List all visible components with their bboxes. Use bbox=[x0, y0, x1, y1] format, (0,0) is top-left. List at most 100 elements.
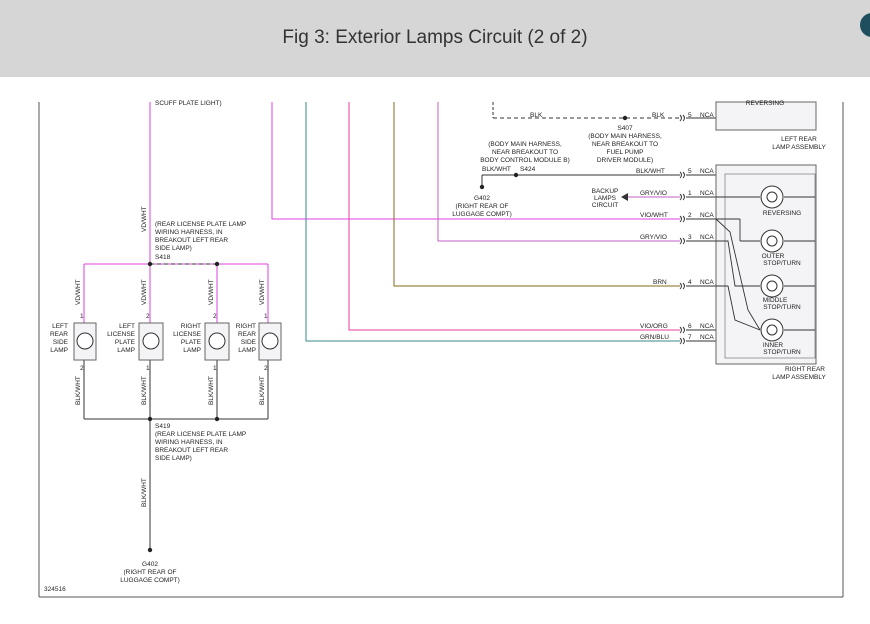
pin-l3-top: 2 bbox=[213, 313, 217, 320]
wire-gry-vio bbox=[437, 102, 680, 242]
lamp-middle bbox=[760, 274, 784, 298]
vlabel-blk-wht-4: BLK/WHT bbox=[259, 376, 266, 405]
ls-l4: LAMP bbox=[50, 347, 68, 354]
g402a-l2: LUGGAGE COMPT) bbox=[452, 211, 512, 218]
s419-l3: BREAKOUT LEFT REAR bbox=[155, 447, 228, 454]
label-left-rear-2: LAMP ASSEMBLY bbox=[772, 144, 826, 151]
vlabel-blk-wht-3: BLK/WHT bbox=[208, 376, 215, 405]
internal-wiring bbox=[715, 196, 815, 331]
lamp-outer-l1: OUTER bbox=[762, 253, 785, 260]
wire-label-blk-wht-a: BLK/WHT bbox=[482, 166, 511, 173]
wire-label-gry-vio-b: GRY/VIO bbox=[640, 234, 667, 241]
right-rear-l2: LAMP ASSEMBLY bbox=[772, 374, 826, 381]
s418-l1: (REAR LICENSE PLATE LAMP bbox=[155, 221, 246, 228]
wiring-diagram: SCUFF PLATE LIGHT) REVERSING LEFT REAR L… bbox=[0, 77, 870, 619]
rs-l4: LAMP bbox=[238, 347, 256, 354]
lamp-reversing bbox=[760, 185, 784, 209]
backup-l3: CIRCUIT bbox=[592, 202, 618, 209]
nca-4: NCA bbox=[700, 212, 714, 219]
vlabel-vd-wht-main: VD/WHT bbox=[141, 206, 148, 232]
nca-6: NCA bbox=[700, 279, 714, 286]
label-left-rear-1: LEFT REAR bbox=[781, 136, 817, 143]
s424-l1: (BODY MAIN HARNESS, bbox=[488, 141, 562, 148]
s424-name: S424 bbox=[520, 166, 536, 173]
vlabel-blk-wht-ground: BLK/WHT bbox=[141, 478, 148, 507]
rp-l2: LICENSE bbox=[173, 331, 201, 338]
pin-l1-top: 1 bbox=[80, 313, 84, 320]
small-lamp-right-plate bbox=[204, 322, 230, 361]
nca-3: NCA bbox=[700, 190, 714, 197]
lp-l1: LEFT bbox=[119, 323, 135, 330]
backup-arrow bbox=[621, 193, 628, 201]
rs-l3: SIDE bbox=[241, 339, 257, 346]
pin-l3-bot: 1 bbox=[213, 365, 217, 372]
wire-label-vio-org: VIO/ORG bbox=[640, 323, 668, 330]
rp-l1: RIGHT bbox=[181, 323, 201, 330]
wire-label-vio-wht: VIO/WHT bbox=[640, 212, 668, 219]
ls-l1: LEFT bbox=[52, 323, 68, 330]
pin-l4-top: 1 bbox=[264, 313, 268, 320]
lamp-reversing-label: REVERSING bbox=[763, 210, 801, 217]
lamp-inner-l2: STOP/TURN bbox=[763, 349, 801, 356]
s419-name: S419 bbox=[155, 423, 171, 430]
label-scuff: SCUFF PLATE LIGHT) bbox=[155, 100, 222, 107]
pin-l2-bot: 1 bbox=[146, 365, 150, 372]
vlabel-vd-wht-2: VD/WHT bbox=[141, 279, 148, 305]
pin-4: 4 bbox=[688, 279, 692, 286]
wire-label-grn-blu: GRN/BLU bbox=[640, 334, 669, 341]
wire-label-blk-b: BLK bbox=[652, 112, 665, 119]
wire-label-brn: BRN bbox=[653, 279, 667, 286]
pin-top: 5 bbox=[688, 112, 692, 119]
lamp-outer-l2: STOP/TURN bbox=[763, 260, 801, 267]
g402a-name: G402 bbox=[474, 195, 490, 202]
pin-5: 5 bbox=[688, 168, 692, 175]
splice-dots bbox=[147, 115, 628, 553]
diagram-canvas: SCUFF PLATE LIGHT) REVERSING LEFT REAR L… bbox=[38, 100, 844, 598]
vlabel-vd-wht-4: VD/WHT bbox=[259, 279, 266, 305]
small-lamp-right-side bbox=[258, 322, 282, 361]
small-lamp-left-plate bbox=[138, 322, 164, 361]
lamp-inner-l1: INNER bbox=[763, 342, 784, 349]
g402b-l1: (RIGHT REAR OF bbox=[124, 569, 177, 576]
pin-2: 2 bbox=[688, 212, 692, 219]
wire-brn bbox=[393, 102, 680, 287]
pin-7: 7 bbox=[688, 334, 692, 341]
g402b-l2: LUGGAGE COMPT) bbox=[120, 577, 180, 584]
ls-l3: SIDE bbox=[53, 339, 69, 346]
wire-vio-wht bbox=[271, 102, 680, 220]
pin-3: 3 bbox=[688, 234, 692, 241]
vlabel-vd-wht-1: VD/WHT bbox=[75, 279, 82, 305]
wire-label-gry-vio-a: GRY/VIO bbox=[640, 190, 667, 197]
rs-l2: REAR bbox=[238, 331, 256, 338]
nca-8: NCA bbox=[700, 334, 714, 341]
lamp-outer bbox=[760, 229, 784, 253]
nca-5: NCA bbox=[700, 234, 714, 241]
s418-name: S418 bbox=[155, 254, 171, 261]
diagram-id: 324516 bbox=[44, 586, 66, 593]
pin-1: 1 bbox=[688, 190, 692, 197]
ls-l2: REAR bbox=[50, 331, 68, 338]
page-title: Fig 3: Exterior Lamps Circuit (2 of 2) bbox=[282, 27, 588, 48]
g402b-name: G402 bbox=[142, 561, 158, 568]
vlabel-blk-wht-2: BLK/WHT bbox=[141, 376, 148, 405]
wire-vio-org bbox=[348, 102, 680, 331]
s419-l2: WIRING HARNESS, IN bbox=[155, 439, 223, 446]
pin-l2-top: 2 bbox=[146, 313, 150, 320]
expand-button[interactable] bbox=[860, 13, 870, 37]
wire-label-blk-a: BLK bbox=[530, 112, 543, 119]
pin-l4-bot: 2 bbox=[264, 365, 268, 372]
label-reversing-top: REVERSING bbox=[746, 100, 784, 107]
pin-l1-bot: 2 bbox=[80, 365, 84, 372]
pin-6: 6 bbox=[688, 323, 692, 330]
vlabel-vd-wht-3: VD/WHT bbox=[208, 279, 215, 305]
frame bbox=[38, 102, 844, 598]
backup-l2: LAMPS bbox=[594, 195, 617, 202]
s424-l3: BODY CONTROL MODULE B) bbox=[480, 157, 570, 164]
lp-l4: LAMP bbox=[117, 347, 135, 354]
nca-1: NCA bbox=[700, 112, 714, 119]
s407-name: S407 bbox=[617, 125, 633, 132]
rp-l3: PLATE bbox=[181, 339, 202, 346]
rp-l4: LAMP bbox=[183, 347, 201, 354]
left-rear-lamp-assembly bbox=[715, 101, 817, 131]
nca-2: NCA bbox=[700, 168, 714, 175]
